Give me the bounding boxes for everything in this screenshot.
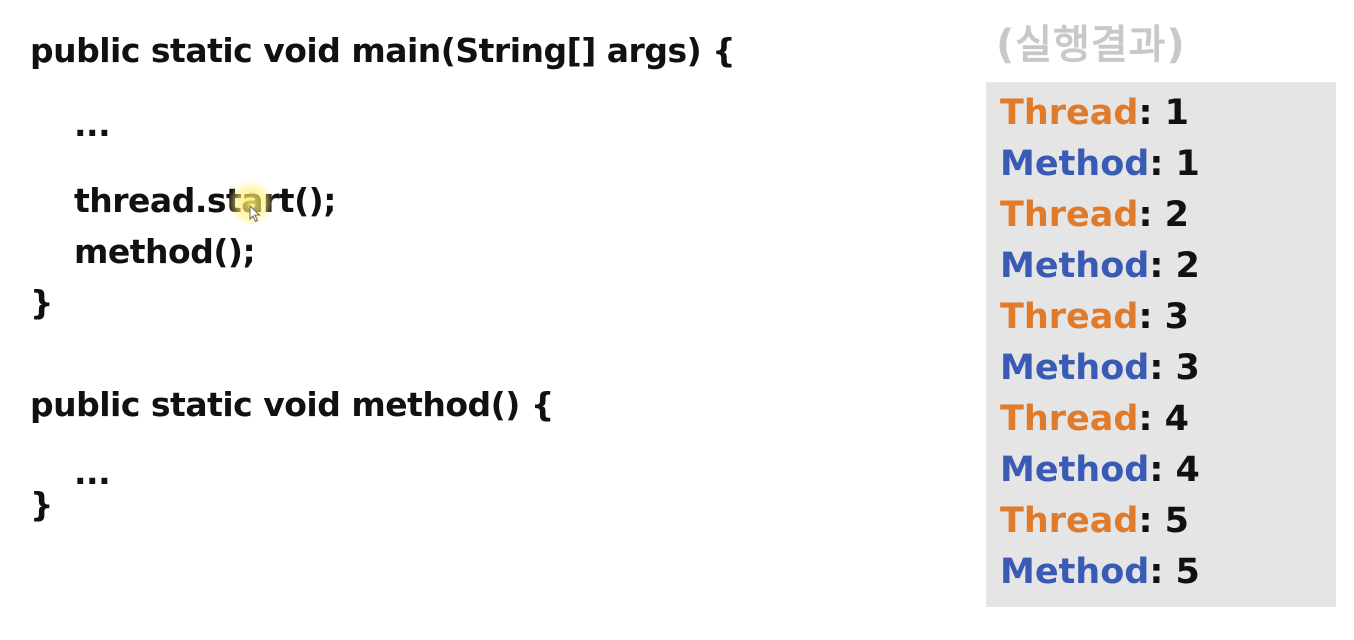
code-line-ellipsis: ... (74, 453, 111, 492)
result-row: Method: 4 (1000, 445, 1200, 495)
result-row: Method: 5 (1000, 547, 1200, 597)
result-row-value: : 4 (1149, 450, 1200, 490)
code-line-close-brace: } (30, 485, 54, 524)
result-row-label: Thread (1000, 399, 1139, 439)
result-row-value: : 2 (1138, 195, 1190, 235)
result-row-label: Thread (1000, 195, 1139, 235)
code-line-main-signature: public static void main(String[] args) { (30, 31, 736, 70)
mouse-pointer-icon (249, 204, 261, 223)
result-row-value: : 5 (1149, 552, 1200, 592)
result-row: Thread: 5 (1000, 496, 1189, 546)
result-row-label: Method (1000, 144, 1150, 184)
result-row-label: Method (1000, 348, 1150, 388)
result-row-label: Method (1000, 552, 1150, 592)
code-line-method-call: method(); (74, 232, 256, 271)
result-row-value: : 4 (1138, 399, 1190, 439)
result-row: Method: 2 (1000, 241, 1200, 291)
result-row-label: Method (1000, 450, 1150, 490)
code-line-thread-start: thread.start(); (74, 181, 336, 220)
result-row: Thread: 3 (1000, 292, 1189, 342)
result-row-value: : 3 (1149, 348, 1200, 388)
result-row-value: : 3 (1138, 297, 1190, 337)
result-row: Thread: 1 (1000, 88, 1189, 138)
result-row-label: Thread (1000, 501, 1139, 541)
code-line-close-brace: } (30, 283, 54, 322)
result-row: Thread: 2 (1000, 190, 1189, 240)
code-line-method-signature: public static void method() { (30, 385, 554, 424)
result-row-value: : 1 (1149, 144, 1200, 184)
code-line-ellipsis: ... (74, 105, 111, 144)
result-row-label: Thread (1000, 93, 1139, 133)
result-row: Method: 3 (1000, 343, 1200, 393)
result-row-label: Thread (1000, 297, 1139, 337)
result-row-label: Method (1000, 246, 1150, 286)
result-row-value: : 5 (1138, 501, 1190, 541)
result-title: (실행결과) (996, 22, 1186, 68)
result-row: Thread: 4 (1000, 394, 1189, 444)
result-row-value: : 1 (1138, 93, 1190, 133)
result-row-value: : 2 (1149, 246, 1200, 286)
result-row: Method: 1 (1000, 139, 1200, 189)
